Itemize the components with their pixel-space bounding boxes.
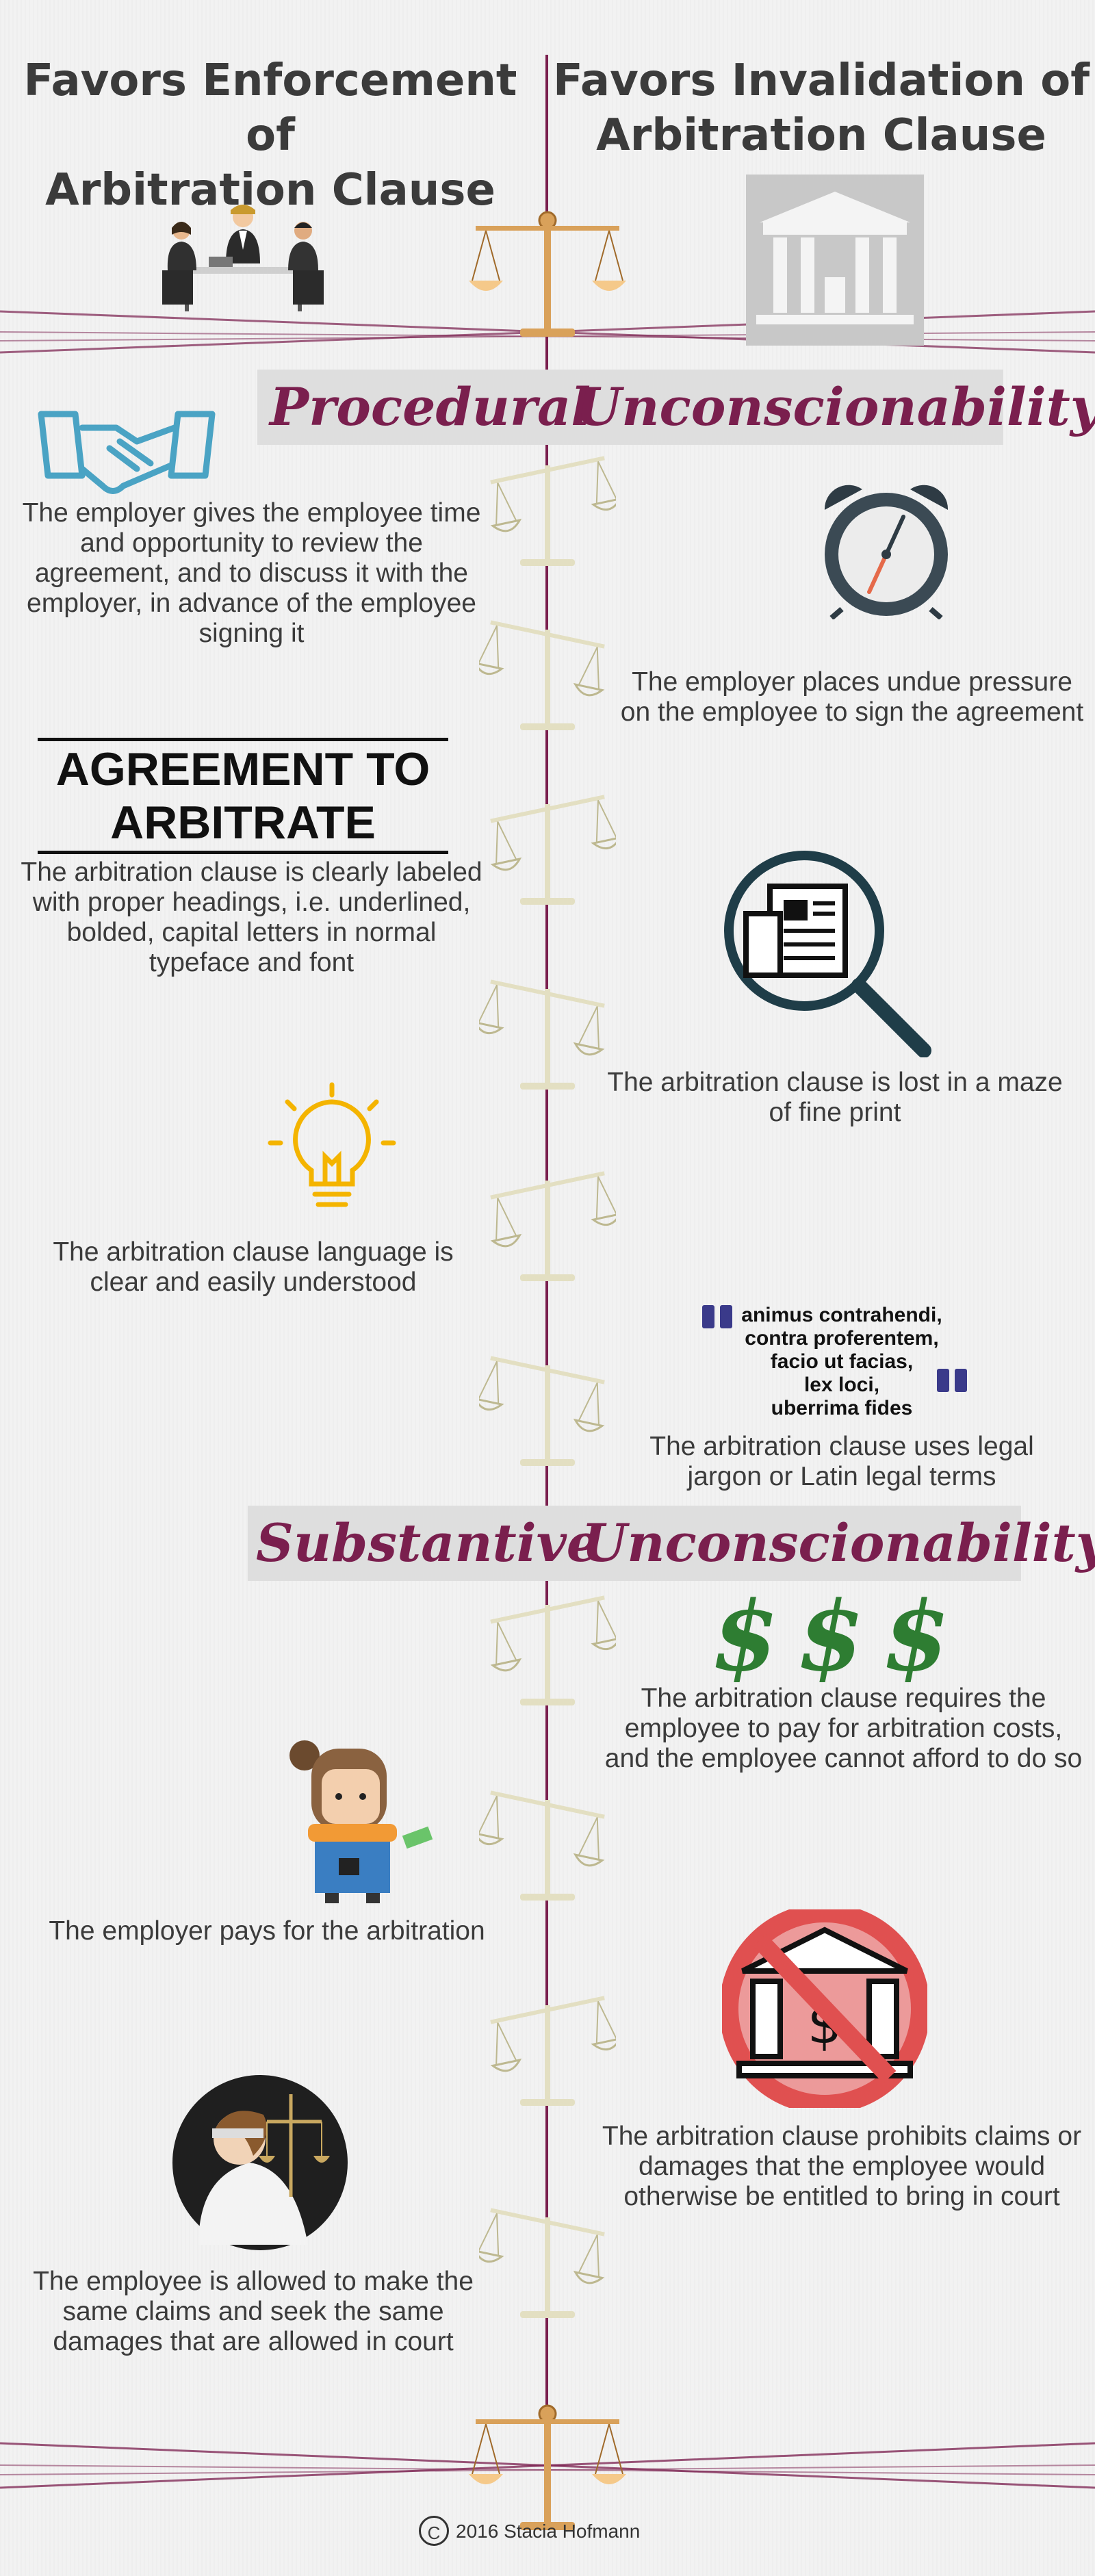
same-claims-text: The employee is allowed to make the same… xyxy=(33,2267,474,2356)
prohibits-claims-text: The arbitration clause prohibits claims … xyxy=(602,2122,1082,2211)
latin-term: contra proferentem, xyxy=(745,1327,939,1350)
quotation-marks-icon xyxy=(702,1305,732,1328)
svg-text:$: $ xyxy=(712,1586,778,1682)
quotation-marks-icon xyxy=(937,1369,967,1392)
balance-scale-icon xyxy=(490,456,616,566)
right-column-title: Favors Invalidation of Arbitration Claus… xyxy=(551,53,1092,163)
business-meeting-icon xyxy=(162,205,324,311)
left-title-line1: Favors Enforcement of xyxy=(23,55,517,161)
light-bulb-icon xyxy=(268,1082,396,1207)
balance-scale-icon xyxy=(490,1996,616,2106)
substantive-heading: Substantive xyxy=(256,1512,600,1573)
fine-print-text: The arbitration clause is lost in a maze… xyxy=(607,1068,1063,1127)
alarm-clock-icon xyxy=(824,485,949,619)
center-divider xyxy=(545,55,548,2519)
agreement-rule-top xyxy=(38,738,448,741)
left-column-title: Favors Enforcement of Arbitration Clause xyxy=(0,53,541,218)
woman-with-money-icon xyxy=(289,1740,433,1903)
balance-scale-icon xyxy=(490,1171,616,1281)
procedural-heading: Procedural xyxy=(270,376,591,437)
balance-scale-icon xyxy=(479,2208,605,2318)
legal-jargon-text: The arbitration clause uses legal jargon… xyxy=(649,1432,1034,1491)
balance-scale-icon xyxy=(479,1790,605,1901)
handshake-icon xyxy=(38,411,216,494)
no-bank-icon: $ xyxy=(722,1909,927,2108)
substantive-unconscionability-heading: Unconscionability xyxy=(582,1512,1095,1573)
agreement-title-line2: ARBITRATE xyxy=(110,797,376,849)
procedural-section-band: Procedural Unconscionability xyxy=(257,370,1095,445)
svg-text:$: $ xyxy=(883,1586,949,1682)
right-title-line2: Arbitration Clause xyxy=(596,110,1046,161)
left-title-line2: Arbitration Clause xyxy=(45,165,495,216)
balance-scale-icon xyxy=(490,795,616,905)
employee-pays-text: The arbitration clause requires the empl… xyxy=(604,1684,1083,1773)
employer-pays-text: The employer pays for the arbitration xyxy=(49,1916,485,1946)
latin-term: animus contrahendi, xyxy=(741,1304,942,1326)
dollar-signs-icon: $ $ $ xyxy=(712,1586,949,1682)
balance-scale-icon xyxy=(479,1356,605,1466)
latin-terms-list: animus contrahendi, contra proferentem, … xyxy=(725,1304,958,1420)
agreement-rule-bottom xyxy=(38,851,448,854)
procedural-unconscionability-heading: Unconscionability xyxy=(576,376,1095,437)
latin-term: uberrima fides xyxy=(771,1397,913,1419)
undue-pressure-text: The employer places undue pressure on th… xyxy=(620,667,1084,727)
employer-review-time-text: The employer gives the employee time and… xyxy=(22,498,481,648)
agreement-title: AGREEMENT TO ARBITRATE xyxy=(21,743,465,849)
svg-text:$: $ xyxy=(797,1586,864,1682)
balance-scale-icon xyxy=(469,2404,626,2530)
balance-scale-icon xyxy=(469,211,626,337)
substantive-section-band: Substantive Unconscionability xyxy=(248,1506,1095,1581)
footer-credit: 2016 Stacia Hofmann xyxy=(456,2521,641,2542)
clear-language-text: The arbitration clause language is clear… xyxy=(53,1237,454,1297)
latin-term: facio ut facias, xyxy=(770,1350,914,1373)
latin-term: lex loci, xyxy=(803,1374,880,1396)
copyright-icon: C xyxy=(419,2516,449,2546)
clearly-labeled-text: The arbitration clause is clearly labele… xyxy=(21,858,482,977)
courthouse-icon xyxy=(746,175,924,346)
balance-scale-icon xyxy=(490,1595,616,1705)
balance-scale-icon xyxy=(479,979,605,1090)
lady-justice-icon xyxy=(172,2075,348,2250)
balance-scale-icon xyxy=(479,620,605,730)
magnifying-glass-document-icon xyxy=(724,851,931,1057)
right-title-line1: Favors Invalidation of xyxy=(552,55,1090,106)
agreement-title-line1: AGREEMENT TO xyxy=(55,743,430,795)
